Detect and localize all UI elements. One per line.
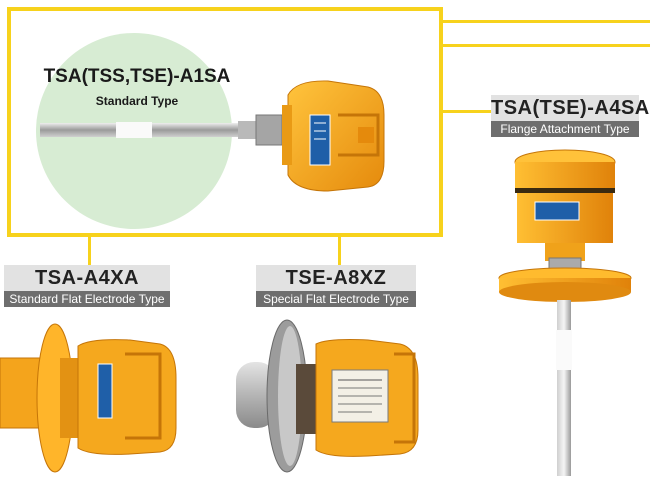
connector-line-a8xz bbox=[338, 233, 341, 265]
product-label-a8xz: TSE-A8XZ Special Flat Electrode Type bbox=[256, 265, 416, 307]
product-model-a4sa: TSA(TSE)-A4SA bbox=[491, 97, 650, 119]
product-image-a4sa bbox=[498, 149, 632, 476]
product-type-a4sa: Flange Attachment Type bbox=[491, 121, 639, 137]
product-image-a4xa bbox=[0, 323, 177, 473]
featured-type-subtitle: Standard Type bbox=[95, 94, 179, 108]
connector-line-middle bbox=[439, 44, 650, 47]
product-label-a4xa: TSA-A4XA Standard Flat Electrode Type bbox=[4, 265, 170, 307]
connector-line-a4sa bbox=[439, 110, 495, 113]
product-model-a8xz: TSE-A8XZ bbox=[285, 267, 387, 289]
connector-line-top bbox=[439, 20, 650, 23]
product-model-a4xa: TSA-A4XA bbox=[34, 267, 139, 289]
product-type-a8xz: Special Flat Electrode Type bbox=[256, 291, 416, 307]
connector-line-a4xa bbox=[88, 233, 91, 265]
featured-sensor-image bbox=[40, 80, 385, 192]
product-image-a8xz bbox=[236, 319, 419, 473]
featured-model-title: TSA(TSS,TSE)-A1SA bbox=[43, 66, 231, 87]
featured-frame bbox=[7, 7, 443, 237]
product-label-a4sa: TSA(TSE)-A4SA Flange Attachment Type bbox=[491, 95, 650, 137]
product-type-a4xa: Standard Flat Electrode Type bbox=[4, 291, 170, 307]
